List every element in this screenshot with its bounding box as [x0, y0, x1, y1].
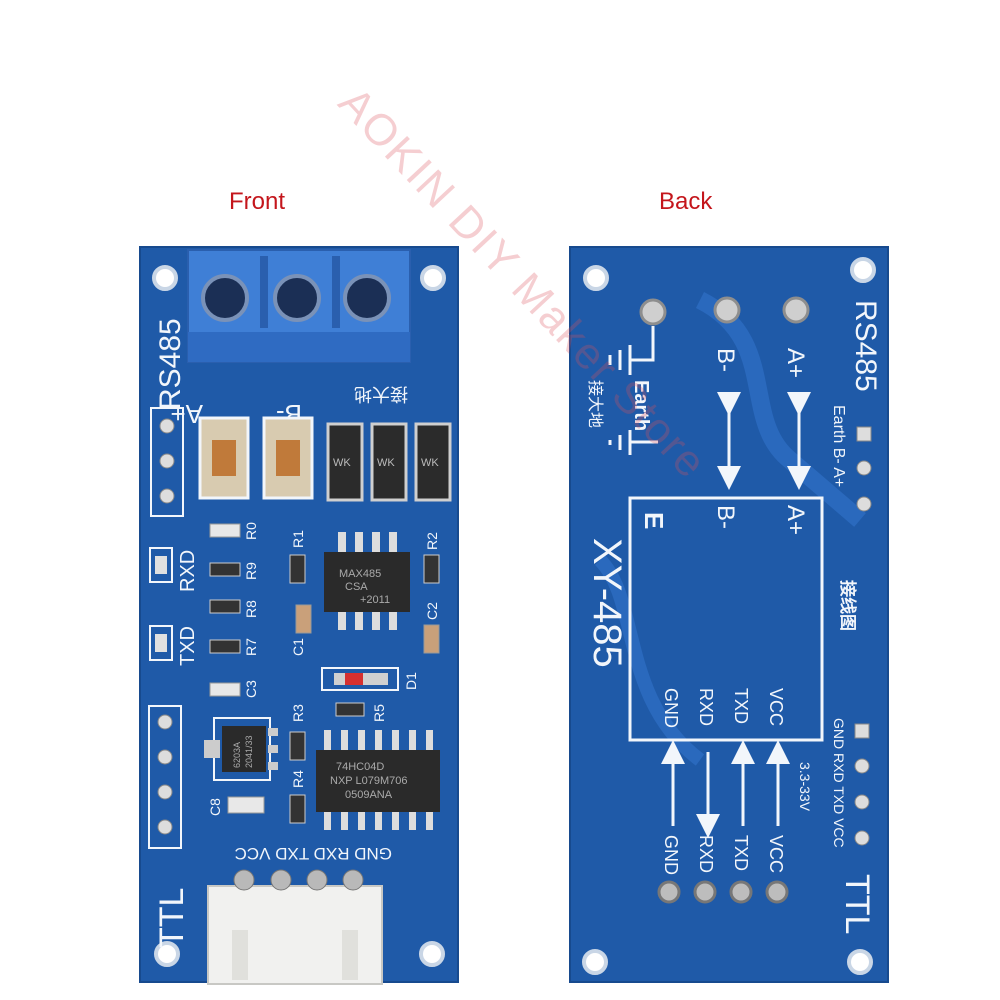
back-rxd-lower: RXD — [696, 835, 716, 873]
back-voltage-label: 3.3-33V — [797, 762, 813, 812]
ref-c1: C1 — [290, 638, 306, 656]
tvs1-mark: WK — [333, 457, 351, 469]
back-pin-labels: Earth B- A+ — [830, 405, 847, 487]
back-a-plus-top: A+ — [782, 348, 809, 378]
back-vcc-lower: VCC — [766, 835, 786, 873]
front-board: RS485 A+ B- 接大地 WK WK WK — [139, 246, 459, 985]
svg-text:MAX485: MAX485 — [339, 568, 381, 580]
back-vcc-box: VCC — [766, 688, 786, 726]
front-ttl-pins-label: GND RXD TXD VCC — [235, 844, 392, 863]
back-wiring-cn-label: 接线图 — [837, 580, 858, 631]
back-txd-lower: TXD — [731, 835, 751, 871]
tvs3-mark: WK — [421, 457, 439, 469]
svg-text:CSA: CSA — [345, 581, 368, 593]
front-ttl-label: TTL — [153, 888, 191, 948]
back-txd-box: TXD — [731, 688, 751, 724]
ldo-regulator: 6203A 2041/33 — [204, 717, 278, 781]
ref-r7: R7 — [243, 638, 259, 656]
svg-text:NXP L079M706: NXP L079M706 — [330, 775, 407, 787]
back-model-label: XY-485 — [585, 538, 629, 668]
back-earth-cn-label: 接大地 — [586, 380, 605, 428]
back-rxd-box: RXD — [696, 688, 716, 726]
svg-text:2041/33: 2041/33 — [244, 735, 254, 768]
back-board: Earth 接大地 B- A+ E B- A+ XY-485 GND RXD T… — [569, 246, 889, 983]
back-gnd-box: GND — [661, 688, 681, 728]
back-gnd-lower: GND — [661, 835, 681, 875]
ref-r8: R8 — [243, 600, 259, 618]
back-caption: Back — [659, 188, 713, 215]
tvs2-mark: WK — [377, 457, 395, 469]
svg-text:6203A: 6203A — [232, 742, 242, 768]
back-earth-label: Earth — [630, 380, 652, 431]
back-e-label: E — [639, 512, 669, 529]
ref-c8: C8 — [207, 798, 223, 816]
jst-connector — [207, 869, 383, 985]
back-rs485-label: RS485 — [849, 300, 882, 392]
ref-r4: R4 — [290, 770, 306, 788]
ref-r0: R0 — [243, 522, 259, 540]
back-a-plus-box: A+ — [782, 505, 809, 535]
hc04-chip: 74HC04D NXP L079M706 0509ANA — [316, 730, 440, 830]
ref-c3: C3 — [243, 680, 259, 698]
max485-chip: MAX485 CSA +2011 — [324, 532, 410, 630]
front-txd-led-label: TXD — [177, 626, 199, 666]
front-rs485-label: RS485 — [154, 318, 187, 410]
svg-text:74HC04D: 74HC04D — [336, 761, 384, 773]
front-earth-cn-label: 接大地 — [354, 383, 408, 404]
ref-r3: R3 — [290, 704, 306, 722]
ref-d1: D1 — [403, 672, 419, 690]
ref-r2: R2 — [424, 532, 440, 550]
screw-terminal-block — [187, 249, 411, 363]
svg-text:0509ANA: 0509ANA — [345, 789, 393, 801]
ref-r5: R5 — [371, 704, 387, 722]
front-rxd-led-label: RXD — [177, 550, 199, 592]
front-caption: Front — [229, 188, 286, 215]
back-ttl-pins-label: GND RXD TXD VCC — [831, 718, 847, 848]
back-b-minus-top: B- — [712, 348, 739, 372]
svg-text:+2011: +2011 — [360, 594, 390, 606]
back-b-minus-box: B- — [712, 505, 739, 529]
ref-r9: R9 — [243, 562, 259, 580]
ref-r1: R1 — [290, 530, 306, 548]
front-a-plus-label: A+ — [170, 399, 203, 429]
ref-c2: C2 — [424, 602, 440, 620]
back-ttl-label: TTL — [838, 874, 876, 934]
